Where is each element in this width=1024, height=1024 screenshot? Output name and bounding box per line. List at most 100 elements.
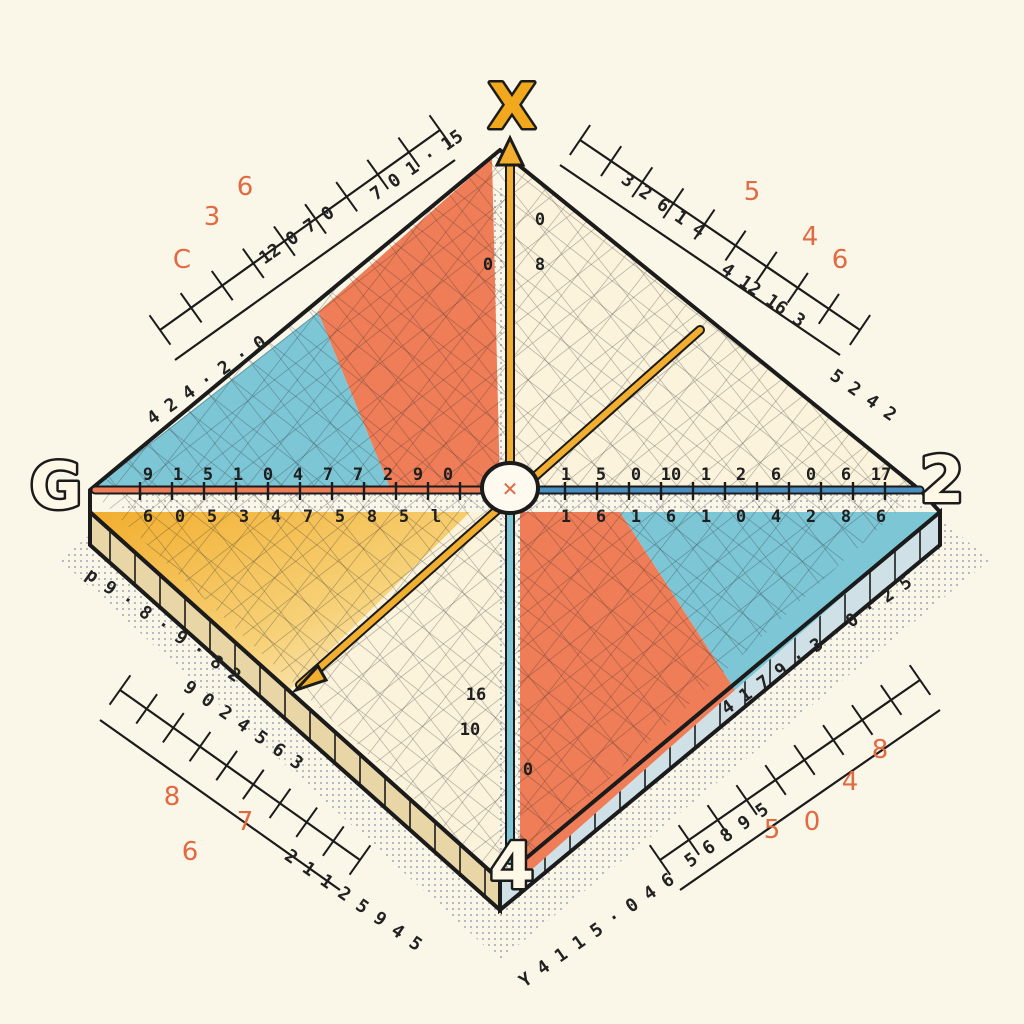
outer-tick — [295, 806, 318, 838]
horizontal-axis-ticks — [138, 482, 887, 500]
red-scale-number: 7 — [237, 807, 254, 837]
red-scale-number: 6 — [182, 837, 199, 867]
axis-number: 1 — [173, 465, 183, 485]
red-scale-number: 3 — [204, 202, 221, 232]
axis-number: 1 — [561, 507, 571, 527]
axis-number: 7 — [303, 507, 313, 527]
red-scale-number: C — [173, 245, 191, 275]
axis-number: 4 — [771, 507, 781, 527]
outer-scale-number: 4 12 16 3 — [717, 259, 809, 332]
axis-number: 9 — [143, 465, 153, 485]
outer-ticks — [99, 129, 941, 891]
outer-tick — [366, 159, 390, 190]
outer-tick — [764, 764, 787, 796]
outer-tick — [242, 248, 265, 279]
outer-tick — [304, 203, 327, 235]
outer-tick — [179, 292, 203, 324]
outer-scale-number: 5 2 4 2 — [826, 365, 900, 426]
right-axis-label: 2 — [920, 444, 965, 518]
outer-tick — [755, 251, 778, 283]
origin-mark-symbol: ✕ — [502, 477, 519, 501]
axis-number: 17 — [871, 465, 891, 485]
outer-tick — [428, 114, 452, 146]
axis-number: 7 — [353, 465, 363, 485]
outer-tick — [849, 314, 871, 346]
outer-tick — [108, 674, 132, 706]
outer-tick — [268, 788, 292, 819]
outer-tick — [335, 181, 358, 212]
axis-number: 3 — [239, 507, 249, 527]
outer-tick — [210, 270, 234, 301]
outer-tick — [215, 750, 238, 781]
axis-number: 6 — [841, 465, 851, 485]
outer-tick — [908, 664, 932, 696]
axis-number: 2 — [383, 465, 393, 485]
outer-tick — [148, 314, 172, 346]
outer-tick — [817, 293, 840, 325]
axis-number: 0 — [175, 507, 185, 527]
axis-number: l — [431, 507, 441, 527]
outer-tick — [648, 844, 672, 876]
axis-number: 6 — [143, 507, 153, 527]
axis-number: 5 — [335, 507, 345, 527]
red-scale-number: 6 — [832, 245, 849, 275]
outer-tick — [880, 684, 903, 716]
outer-tick — [793, 744, 816, 776]
outer-tick — [851, 704, 874, 736]
axis-number: 10 — [661, 465, 681, 485]
axis-number: 4 — [271, 507, 281, 527]
outer-tick — [397, 136, 421, 168]
outer-tick — [631, 166, 654, 198]
axis-number: 7 — [323, 465, 333, 485]
outer-tick — [600, 145, 623, 177]
axis-number: 5 — [203, 465, 213, 485]
axis-number: 0 — [736, 507, 746, 527]
axis-number: 1 — [631, 507, 641, 527]
axis-number: 0 — [443, 465, 453, 485]
outer-tick-marks — [108, 114, 932, 876]
outer-tick — [188, 731, 212, 762]
axis-number: 5 — [596, 465, 606, 485]
axis-number: 0 — [806, 465, 816, 485]
axis-number: 0 — [263, 465, 273, 485]
axis-number: 8 — [841, 507, 851, 527]
origin-marker: ✕ — [480, 461, 540, 515]
axis-number: 0 — [523, 760, 533, 780]
axis-number: 1 — [233, 465, 243, 485]
red-scale-number: 4 — [842, 767, 859, 797]
axis-number: 0 — [483, 255, 493, 275]
outer-tick — [786, 272, 809, 304]
axis-number: 4 — [293, 465, 303, 485]
outer-tick — [162, 712, 185, 744]
outer-scale-number: 12 0 7 0 — [255, 202, 338, 269]
outer-tick — [569, 124, 591, 156]
axis-number: 1 — [701, 507, 711, 527]
red-scale-number: 5 — [744, 177, 761, 207]
outer-tick — [135, 693, 158, 725]
axis-number: 8 — [535, 255, 545, 275]
axis-number: 2 — [736, 465, 746, 485]
axis-number: 16 — [466, 685, 486, 705]
top-axis-label: X — [488, 70, 536, 143]
axis-number: 1 — [561, 465, 571, 485]
axis-number: 6 — [596, 507, 606, 527]
axis-number: 0 — [535, 210, 545, 230]
axis-number: 0 — [631, 465, 641, 485]
outer-tick — [822, 724, 845, 756]
axis-number: 6 — [876, 507, 886, 527]
red-scale-number: 5 — [764, 815, 781, 845]
outer-tick — [724, 230, 747, 262]
axis-number: 9 — [413, 465, 423, 485]
axis-number: 2 — [806, 507, 816, 527]
axis-number: 6 — [666, 507, 676, 527]
outer-tick — [677, 824, 700, 856]
red-scale-number: 0 — [804, 807, 821, 837]
axis-number: 8 — [367, 507, 377, 527]
outer-tick — [273, 225, 296, 257]
red-scale-number: 6 — [237, 172, 254, 202]
outer-scale-number: 3 2 6 1 4 — [617, 169, 709, 242]
